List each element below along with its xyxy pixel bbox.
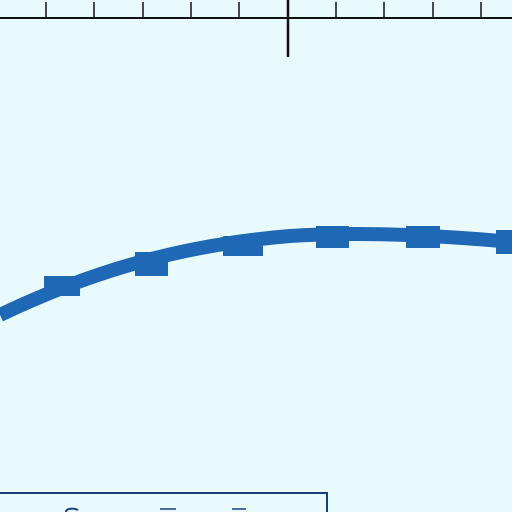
panel-border bbox=[0, 492, 328, 512]
arc-step-segment bbox=[496, 230, 512, 254]
arc-step-segment bbox=[44, 276, 80, 296]
bottom-panel bbox=[0, 492, 328, 512]
arc-step-segment bbox=[223, 236, 263, 256]
arc-step-segment bbox=[406, 226, 440, 248]
arc-path bbox=[0, 226, 512, 322]
top-ruler bbox=[0, 0, 512, 57]
arc-step-segment bbox=[135, 252, 168, 276]
panel-partial-content bbox=[65, 507, 79, 512]
arc-step-segment bbox=[316, 226, 349, 248]
